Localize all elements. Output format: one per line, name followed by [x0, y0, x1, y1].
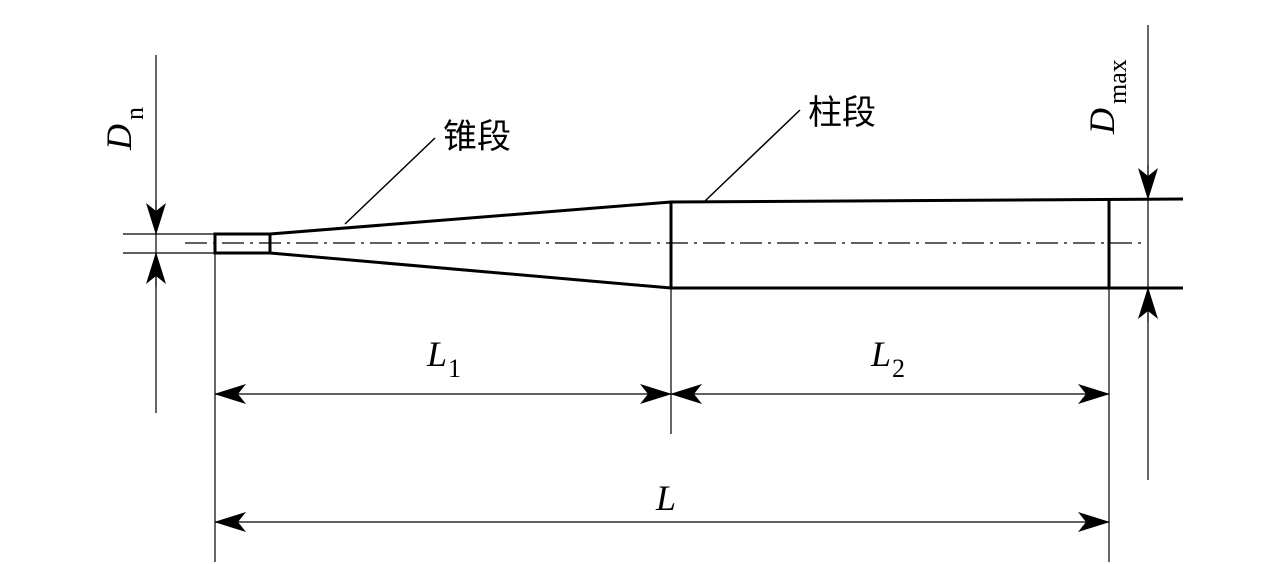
cylinder-top-edge — [670, 197, 1184, 204]
cylinder-leader-line — [704, 109, 801, 202]
l1-label: L1 — [426, 334, 461, 383]
cone-section-label: 锥段 — [443, 117, 511, 157]
l-label: L — [655, 478, 676, 518]
nozzle-tip — [213, 232, 272, 255]
cone-leader-line — [344, 137, 436, 225]
cylinder-section-label: 柱段 — [808, 93, 876, 133]
l2-label: L2 — [870, 334, 905, 383]
dmax-label: Dmax — [1082, 59, 1132, 135]
cone-section-outline — [269, 200, 673, 290]
dn-label: Dn — [99, 107, 149, 151]
